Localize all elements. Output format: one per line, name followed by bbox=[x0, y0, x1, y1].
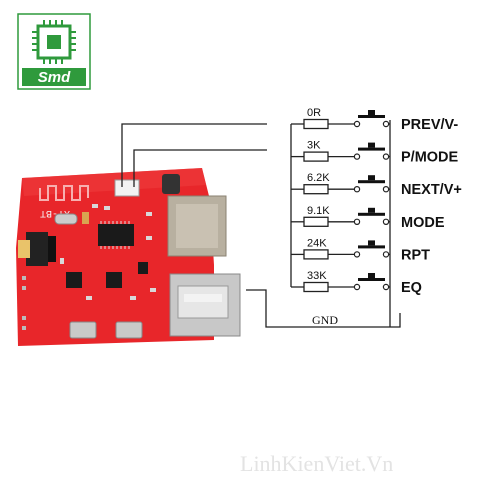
button-label: NEXT/V+ bbox=[401, 182, 462, 198]
switch-contact bbox=[353, 120, 361, 128]
resistor bbox=[303, 184, 329, 195]
pushbutton-cap bbox=[368, 110, 375, 115]
pushbutton-cap bbox=[368, 273, 375, 278]
audio-jack bbox=[18, 232, 56, 266]
resistor bbox=[303, 118, 329, 130]
button-ladder: 0R PREV/V- 3K P/MODE 6.2K NEXT/V+ 9.1K MODE 24K R… bbox=[290, 107, 462, 327]
small-ic bbox=[138, 262, 148, 274]
resistor bbox=[303, 249, 329, 260]
watermark: LinhKienViet.Vn bbox=[240, 451, 393, 476]
gnd-bus-return bbox=[246, 289, 401, 328]
resistor-value: 9.1K bbox=[307, 205, 330, 217]
switch-contact bbox=[353, 153, 361, 160]
micro-usb-left bbox=[69, 321, 97, 339]
board-wires bbox=[121, 123, 401, 328]
smd-components bbox=[60, 204, 156, 300]
amp-ic-right bbox=[106, 272, 122, 288]
jst-connector bbox=[114, 179, 140, 197]
button-label: RPT bbox=[401, 247, 430, 263]
button-label: PREV/V- bbox=[401, 117, 458, 133]
button-label: MODE bbox=[401, 215, 445, 231]
switch-contact bbox=[382, 283, 390, 291]
pushbutton-icon bbox=[358, 245, 385, 249]
switch-contact bbox=[382, 251, 390, 258]
switch-contact bbox=[382, 185, 390, 193]
pushbutton-icon bbox=[358, 115, 385, 118]
sd-card-slot bbox=[167, 195, 227, 257]
crystal bbox=[54, 213, 78, 225]
usb-a-port bbox=[169, 273, 241, 337]
resistor-value: 24K bbox=[307, 237, 327, 249]
chip-icon bbox=[32, 20, 76, 64]
pushbutton-cap bbox=[368, 142, 375, 148]
bluetooth-board: XY-BT bbox=[16, 168, 241, 346]
button-label: EQ bbox=[401, 280, 422, 296]
board-label: XY-BT bbox=[40, 207, 70, 218]
pushbutton-cap bbox=[368, 207, 375, 213]
amp-ic-left bbox=[66, 272, 82, 288]
resistor bbox=[303, 281, 329, 293]
pushbutton-cap bbox=[368, 175, 375, 181]
switch-contact bbox=[353, 283, 361, 291]
micro-usb-right bbox=[115, 321, 143, 339]
smd-logo: Smd bbox=[17, 13, 91, 90]
switch-contact bbox=[353, 251, 361, 258]
pushbutton-icon bbox=[358, 147, 385, 151]
onboard-switch bbox=[162, 174, 180, 194]
switch-contact bbox=[382, 120, 390, 128]
resistor-value: 6.2K bbox=[307, 172, 330, 184]
switch-contact bbox=[382, 218, 390, 225]
side-pins bbox=[22, 276, 26, 330]
ground-label: GND bbox=[312, 313, 338, 327]
pushbutton-icon bbox=[358, 278, 385, 281]
resistor bbox=[303, 216, 329, 227]
capacitor bbox=[82, 212, 89, 224]
pushbutton-icon bbox=[358, 180, 385, 184]
resistor bbox=[303, 151, 329, 162]
switch-contact bbox=[353, 185, 361, 193]
resistor-value: 3K bbox=[307, 140, 321, 152]
resistor-value: 33K bbox=[307, 270, 327, 282]
antenna-trace bbox=[39, 185, 89, 201]
ground-wire bbox=[121, 123, 267, 187]
pushbutton-cap bbox=[368, 240, 375, 246]
resistor-value: 0R bbox=[307, 107, 321, 119]
switch-contact bbox=[382, 153, 390, 160]
pushbutton-icon bbox=[358, 212, 385, 216]
signal-wire bbox=[133, 149, 267, 187]
logo-text: Smd bbox=[38, 69, 71, 86]
button-label: P/MODE bbox=[401, 150, 459, 166]
switch-contact bbox=[353, 218, 361, 225]
main-ic bbox=[98, 221, 134, 249]
